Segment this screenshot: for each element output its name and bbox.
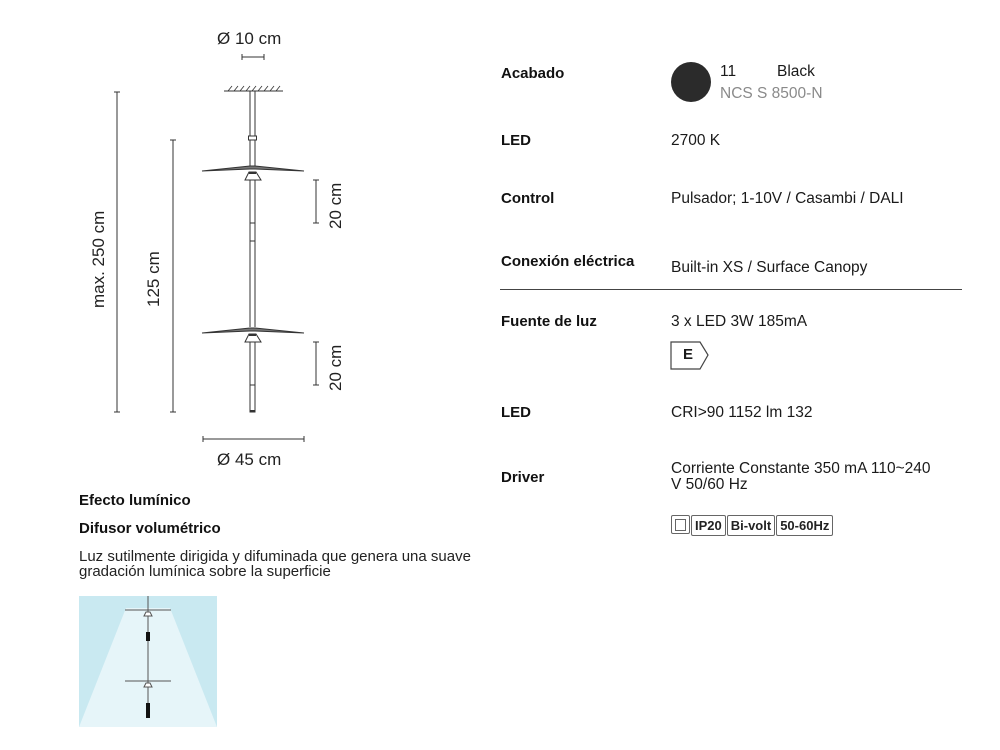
energy-class-letter: E	[683, 346, 694, 363]
light-source-value: 3 x LED 3W 185mA	[671, 313, 808, 330]
finish-ncs: NCS S 8500-N	[720, 85, 823, 102]
section-divider	[500, 289, 962, 290]
led-output-value: CRI>90 1152 lm 132	[671, 404, 813, 421]
energy-class-badge: E	[670, 341, 710, 376]
lamp-dimension-drawing	[114, 54, 319, 442]
control-value: Pulsador; 1-10V / Casambi / DALI	[671, 190, 904, 207]
effect-title: Efecto lumínico	[79, 492, 191, 509]
technical-drawing: Ø 10 cm max. 250 cm 125 cm 20 cm 20 cm Ø…	[0, 0, 480, 480]
shade-spacing-top-label: 20 cm	[326, 182, 345, 229]
led-temp-value: 2700 K	[671, 132, 721, 149]
driver-value: Corriente Constante 350 mA 110~240 V 50/…	[671, 461, 931, 493]
driver-label: Driver	[501, 469, 545, 486]
effect-subtitle: Difusor volumétrico	[79, 520, 221, 537]
connection-label: Conexión eléctrica	[501, 253, 635, 270]
body-height-label: 125 cm	[144, 251, 163, 307]
connection-value: Built-in XS / Surface Canopy	[671, 259, 868, 276]
badge-ip20: IP20	[691, 515, 726, 536]
badge-frequency: 50-60Hz	[776, 515, 834, 536]
badge-bivolt: Bi-volt	[726, 515, 776, 536]
shade-diameter-label: Ø 45 cm	[217, 450, 282, 469]
driver-value-line1: Corriente Constante 350 mA 110~240	[671, 460, 931, 477]
class-ii-icon	[671, 515, 690, 534]
finish-name: Black	[777, 63, 815, 80]
canopy-diameter-label: Ø 10 cm	[217, 29, 282, 48]
light-effect-illustration	[79, 596, 217, 727]
finish-code: 11	[720, 63, 737, 80]
certification-badges: IP20 Bi-volt 50-60Hz	[671, 515, 834, 536]
control-label: Control	[501, 190, 555, 207]
light-source-label: Fuente de luz	[501, 313, 597, 330]
led-output-label: LED	[501, 404, 531, 421]
driver-value-line2: V 50/60 Hz	[671, 476, 748, 493]
led-temp-label: LED	[501, 132, 531, 149]
finish-color-swatch	[671, 62, 711, 102]
shade-spacing-bottom-label: 20 cm	[326, 344, 345, 391]
finish-label: Acabado	[501, 65, 565, 82]
max-height-label: max. 250 cm	[89, 210, 108, 308]
effect-description: Luz sutilmente dirigida y difuminada que…	[79, 548, 471, 580]
